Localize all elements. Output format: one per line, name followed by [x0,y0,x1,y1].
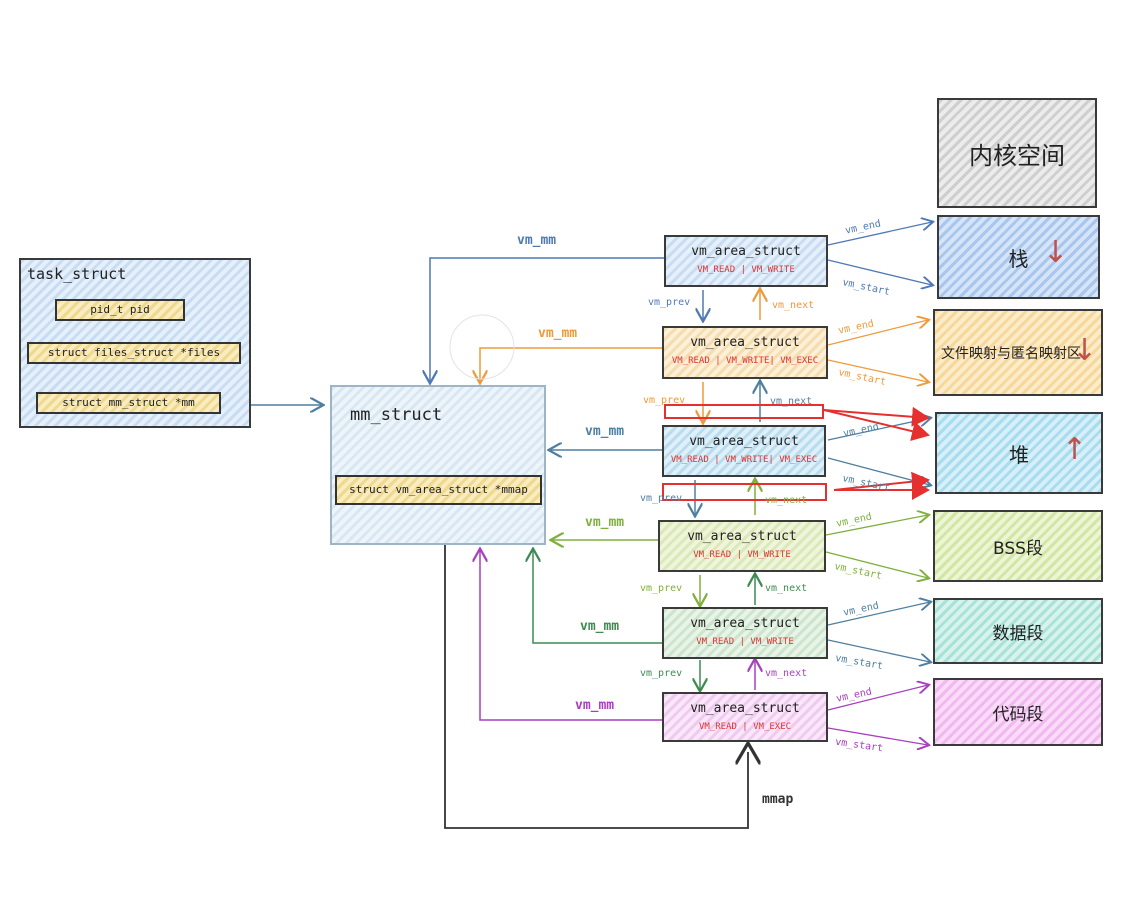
vm-mm-arrow-1 [430,257,664,382]
files-field: struct files_struct *files [27,342,241,364]
mm-struct-title: mm_struct [350,405,443,425]
segment-label: 代码段 [992,704,1044,725]
segment-data: 数据段 [933,598,1103,664]
mmap-label: mmap [762,792,794,807]
vm-end-arrow-5 [827,602,930,626]
task-struct-title: task_struct [27,265,127,283]
vma-flags: VM_READ | VM_WRITE| VM_EXEC [670,455,818,465]
arrow-down-icon: ↓ [1042,235,1068,270]
segment-code: 代码段 [933,678,1103,746]
vma-flags: VM_READ | VM_WRITE [696,637,794,647]
mmap-arrow [444,505,748,829]
vma-flags: VM_READ | VM_EXEC [698,722,792,732]
vm-mm-label: vm_mm [575,698,615,713]
vma-box: vm_area_struct VM_READ | VM_WRITE| VM_EX… [662,326,828,379]
mmap-field: struct vm_area_struct *mmap [335,475,542,505]
vma-flags: VM_READ | VM_WRITE [697,265,795,275]
mm-field: struct mm_struct *mm [36,392,221,414]
segment-label: 内核空间 [969,141,1065,170]
vma-box: vm_area_struct VM_READ | VM_WRITE| VM_EX… [662,425,826,477]
vm-next-label: vm_next [765,495,808,506]
vma-name: vm_area_struct [687,529,797,544]
vm-mm-label: vm_mm [585,424,625,439]
mm-struct-box: mm_struct struct vm_area_struct *mmap [330,385,546,545]
pid-field: pid_t pid [55,299,185,321]
segment-heap: 堆 ↑ [935,412,1103,494]
vm-mm-label: vm_mm [585,515,625,530]
segment-label: BSS段 [993,538,1043,559]
highlight-arrow-2 [823,409,930,441]
segment-bss: BSS段 [933,510,1103,582]
vm-next-label: vm_next [765,668,808,679]
vm-next-label: vm_next [772,300,815,311]
vm-mm-label: vm_mm [580,619,620,634]
highlight-arrow-1 [823,406,930,427]
vm-prev-label: vm_prev [640,668,683,679]
vma-box: vm_area_struct VM_READ | VM_WRITE [658,520,826,572]
vm-prev-label: vm_prev [643,395,686,406]
arrow-up-icon: ↑ [1061,432,1087,467]
segment-label: 文件映射与匿名映射区 [941,345,1081,362]
arrow-down-icon: ↓ [1071,333,1097,368]
vma-box: vm_area_struct VM_READ | VM_EXEC [662,692,828,742]
highlight-box-top [664,404,824,419]
vma-name: vm_area_struct [689,434,799,449]
vm-mm-arrow-6 [480,550,662,721]
vm-end-arrow-1 [827,222,932,246]
vma-name: vm_area_struct [691,244,801,259]
vm-start-arrow-2 [827,359,928,382]
vm-end-arrow-4 [825,515,928,536]
vm-next-label: vm_next [765,583,808,594]
vm-prev-label: vm_prev [640,493,683,504]
vm-next-label: vm_next [770,396,813,407]
decorative-circle [449,314,515,380]
vm-prev-label: vm_prev [640,583,683,594]
segment-label: 栈 [1008,246,1029,271]
segment-stack: 栈 ↓ [937,215,1100,299]
vma-flags: VM_READ | VM_WRITE| VM_EXEC [671,356,819,366]
segment-file-mapping: 文件映射与匿名映射区 ↓ [933,309,1103,396]
segment-label: 数据段 [992,623,1044,644]
vm-start-arrow-4 [825,551,928,578]
vm-start-arrow-1 [827,259,932,285]
vm-mm-label: vm_mm [538,326,578,341]
vm-start-arrow-5 [827,639,930,662]
vma-name: vm_area_struct [690,335,800,350]
vma-name: vm_area_struct [690,616,800,631]
task-struct-box: task_struct pid_t pid struct files_struc… [19,258,251,428]
vm-end-arrow-6 [827,685,928,711]
vm-mm-arrow-2 [480,347,662,382]
vm-mm-label: vm_mm [517,233,557,248]
vma-box: vm_area_struct VM_READ | VM_WRITE [664,235,828,287]
vm-prev-label: vm_prev [648,297,691,308]
vm-mm-arrow-5 [533,550,662,644]
highlight-box-bottom [662,483,827,501]
vma-flags: VM_READ | VM_WRITE [693,550,791,560]
segment-kernel-space: 内核空间 [937,98,1097,208]
vm-end-arrow-2 [827,320,928,346]
vm-start-arrow-6 [827,727,928,745]
segment-label: 堆 [1009,442,1029,467]
vma-box: vm_area_struct VM_READ | VM_WRITE [662,607,828,659]
vma-name: vm_area_struct [690,701,800,716]
